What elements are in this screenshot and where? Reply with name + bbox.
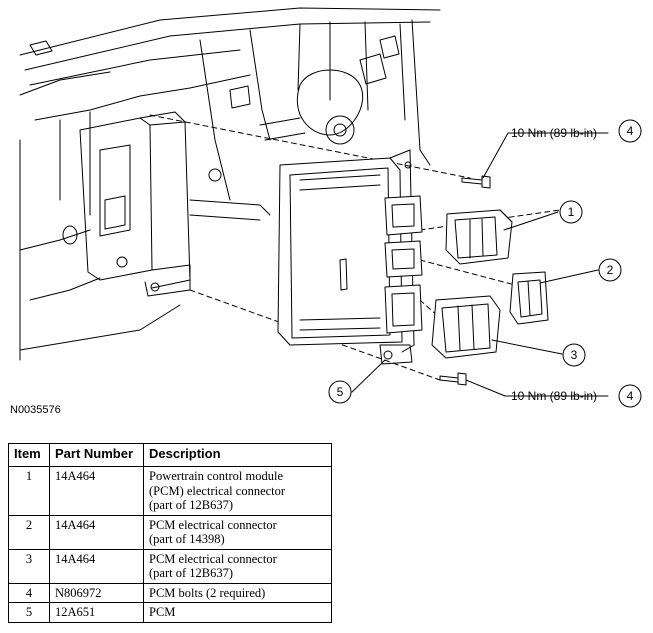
description-line: PCM bolts (2 required) — [149, 585, 266, 600]
callout-4-lower: 4 — [618, 384, 642, 408]
header-item: Item — [8, 443, 50, 467]
description-line: PCM — [149, 605, 176, 619]
callout-2: 2 — [598, 258, 622, 282]
row-description: PCM electrical connector (part of 12B637… — [143, 548, 332, 584]
header-part-number: Part Number — [49, 443, 144, 467]
row-item: 5 — [8, 602, 50, 623]
callout-3: 3 — [562, 343, 586, 367]
header-description: Description — [143, 443, 332, 467]
callout-1-label: 1 — [568, 205, 575, 219]
callout-3-label: 3 — [571, 348, 578, 362]
torque-spec-lower: 10 Nm (89 lb-in) — [511, 389, 597, 403]
callout-5: 5 — [328, 380, 352, 404]
description-line: PCM electrical connector — [149, 517, 277, 532]
table-row: 4 N806972 PCM bolts (2 required) — [8, 582, 332, 603]
pcm-module — [277, 149, 415, 365]
description-line: (PCM) electrical connector — [149, 483, 286, 498]
row-item: 1 — [8, 466, 50, 516]
row-part-number: 12A651 — [49, 602, 144, 623]
row-part-number: N806972 — [49, 582, 144, 603]
pcm-mounting-bracket — [79, 111, 271, 297]
row-description: PCM electrical connector (part of 14398) — [143, 514, 332, 550]
row-part-number: 14A464 — [49, 466, 144, 516]
callout-4-lower-label: 4 — [627, 389, 634, 403]
connector-2-illustration — [509, 271, 549, 325]
pcm-sockets — [384, 195, 423, 334]
row-description: Powertrain control module (PCM) electric… — [143, 466, 332, 516]
parts-table: Item Part Number Description 1 14A464 Po… — [8, 443, 332, 623]
table-row: 2 14A464 PCM electrical connector (part … — [8, 514, 332, 550]
callout-4-upper: 4 — [618, 119, 642, 143]
row-part-number: 14A464 — [49, 514, 144, 550]
connector-1-illustration — [445, 209, 513, 265]
description-line: PCM electrical connector — [149, 551, 277, 566]
row-item: 4 — [8, 582, 50, 603]
row-item: 3 — [8, 548, 50, 584]
callout-1: 1 — [559, 200, 583, 224]
torque-spec-upper: 10 Nm (89 lb-in) — [511, 126, 597, 140]
row-item: 2 — [8, 514, 50, 550]
table-header-row: Item Part Number Description — [8, 443, 332, 467]
description-line: (part of 12B637) — [149, 498, 234, 512]
figure-id: N0035576 — [10, 404, 61, 416]
description-line: Powertrain control module — [149, 469, 283, 483]
pcm-bolt-lower — [439, 372, 467, 386]
row-description: PCM — [143, 602, 332, 623]
table-row: 5 12A651 PCM — [8, 602, 332, 623]
description-line: (part of 12B637) — [149, 566, 234, 580]
dash-panel-illustration — [19, 7, 441, 361]
callout-4-upper-label: 4 — [627, 124, 634, 138]
table-row: 3 14A464 PCM electrical connector (part … — [8, 548, 332, 584]
callout-5-label: 5 — [337, 385, 344, 399]
connector-3-illustration — [431, 295, 501, 359]
row-description: PCM bolts (2 required) — [143, 582, 332, 603]
callout-2-label: 2 — [607, 263, 614, 277]
pcm-exploded-diagram: 10 Nm (89 lb-in) 10 Nm (89 lb-in) 4 1 2 … — [19, 7, 642, 408]
table-row: 1 14A464 Powertrain control module (PCM)… — [8, 466, 332, 516]
leader-lines — [351, 132, 609, 397]
description-line: (part of 14398) — [149, 532, 225, 546]
pcm-bolt-upper — [461, 175, 491, 189]
row-part-number: 14A464 — [49, 548, 144, 584]
